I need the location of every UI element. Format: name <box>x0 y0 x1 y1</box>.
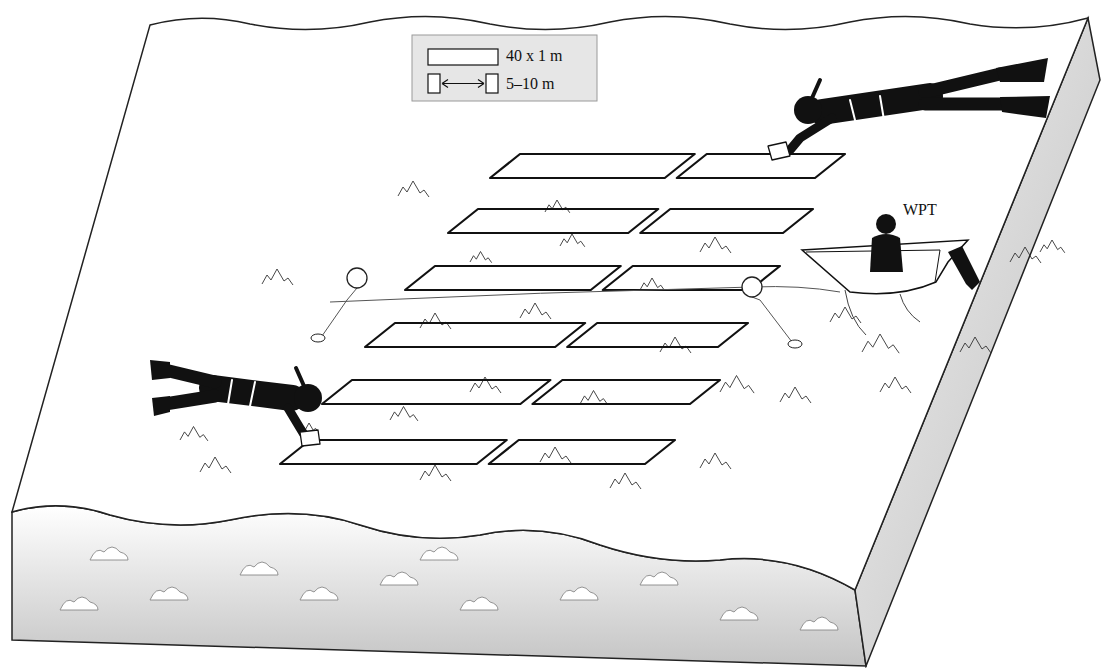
rock-outline <box>720 376 754 394</box>
rock-outline <box>830 307 861 323</box>
snorkeler-fin <box>152 396 170 416</box>
snorkeler-fin <box>996 58 1048 82</box>
clipboard <box>768 142 790 160</box>
front-rock <box>380 572 418 585</box>
buoy-left <box>347 268 367 288</box>
rock-outline <box>580 391 608 405</box>
snorkel-tube <box>812 80 820 98</box>
rock-outline <box>398 181 429 197</box>
transect-belt <box>567 323 748 347</box>
snorkel-tube <box>296 368 304 386</box>
rock-outline <box>520 303 551 319</box>
snorkeler-fin <box>1000 96 1050 118</box>
snorkeler-arm <box>790 118 832 150</box>
rock-outline <box>390 407 418 421</box>
rock-outline <box>700 237 731 253</box>
transect-belt <box>448 209 658 233</box>
rock-outline <box>540 447 571 463</box>
legend-spacing-box-b <box>486 74 498 93</box>
legend-transect-sample <box>428 49 498 65</box>
transect-belt <box>640 209 813 233</box>
legend-spacing-box-a <box>428 74 440 93</box>
front-rock <box>90 547 128 560</box>
rock-outline <box>880 377 911 393</box>
snorkeler-fin <box>150 360 170 380</box>
rock-outline <box>420 313 451 329</box>
rock-outline <box>780 387 811 403</box>
legend-box <box>412 35 597 101</box>
front-rock <box>150 587 188 600</box>
boat-person-head <box>876 214 896 234</box>
buoy-line-left <box>322 288 357 336</box>
snorkeler-strap <box>850 96 884 124</box>
buoy-line-right <box>752 297 792 342</box>
clipboard <box>300 430 320 446</box>
snorkeler-leg <box>925 74 1000 92</box>
rock-outline <box>862 334 899 353</box>
transect-belt <box>490 154 695 178</box>
transect-group <box>280 154 845 464</box>
rock-outline <box>960 337 991 353</box>
front-rock <box>300 587 338 600</box>
legend-text: 5–10 m <box>506 75 554 93</box>
rock-outline <box>262 269 293 285</box>
front-rock <box>640 572 678 585</box>
rock-outline <box>1010 247 1041 263</box>
rock-outline <box>660 337 691 353</box>
legend-text: 40 x 1 m <box>506 47 562 65</box>
transect-belt <box>677 154 845 178</box>
boat-person-body <box>870 234 903 272</box>
snorkeler-leg <box>165 396 215 404</box>
rock-outline <box>545 200 570 213</box>
front-rock <box>560 587 598 600</box>
buoy-right <box>742 277 762 297</box>
boat-line <box>845 290 920 335</box>
transect-belt <box>322 380 550 404</box>
legend-spacing-arrow <box>442 80 484 88</box>
rock-outline <box>200 457 231 473</box>
rock-outline <box>700 453 731 469</box>
front-rock <box>240 562 278 575</box>
rock-group <box>180 181 1065 489</box>
transect-belt <box>365 323 585 347</box>
snorkeler-head <box>294 384 322 412</box>
rock-outline <box>560 234 585 247</box>
front-rock-group <box>60 547 838 630</box>
front-rock <box>720 607 758 620</box>
transect-belt <box>532 380 720 404</box>
front-rock <box>60 597 98 610</box>
snorkeler-torso <box>822 96 930 112</box>
seafloor-surface <box>12 16 1088 590</box>
snorkeler-strap <box>228 380 255 406</box>
front-rock <box>800 617 838 630</box>
boat-label: WPT <box>903 201 937 219</box>
rope-line <box>330 287 840 302</box>
snorkeler-leg <box>925 98 1005 111</box>
front-rock <box>460 597 498 610</box>
anchor-left <box>311 334 325 342</box>
snorkeler-leg <box>165 370 215 382</box>
rock-outline <box>420 465 451 481</box>
transect-belt <box>405 266 621 290</box>
rock-outline <box>610 473 641 489</box>
snorkeler-bottom <box>150 360 322 446</box>
rock-outline <box>470 252 492 263</box>
snorkeler-head <box>794 96 822 124</box>
rock-outline <box>180 427 208 441</box>
rock-outline <box>1040 240 1065 253</box>
outboard-motor <box>948 246 980 290</box>
snorkeler-top <box>768 58 1050 160</box>
anchor-right <box>788 340 802 348</box>
transect-belt <box>489 440 675 464</box>
front-rock <box>420 547 458 560</box>
